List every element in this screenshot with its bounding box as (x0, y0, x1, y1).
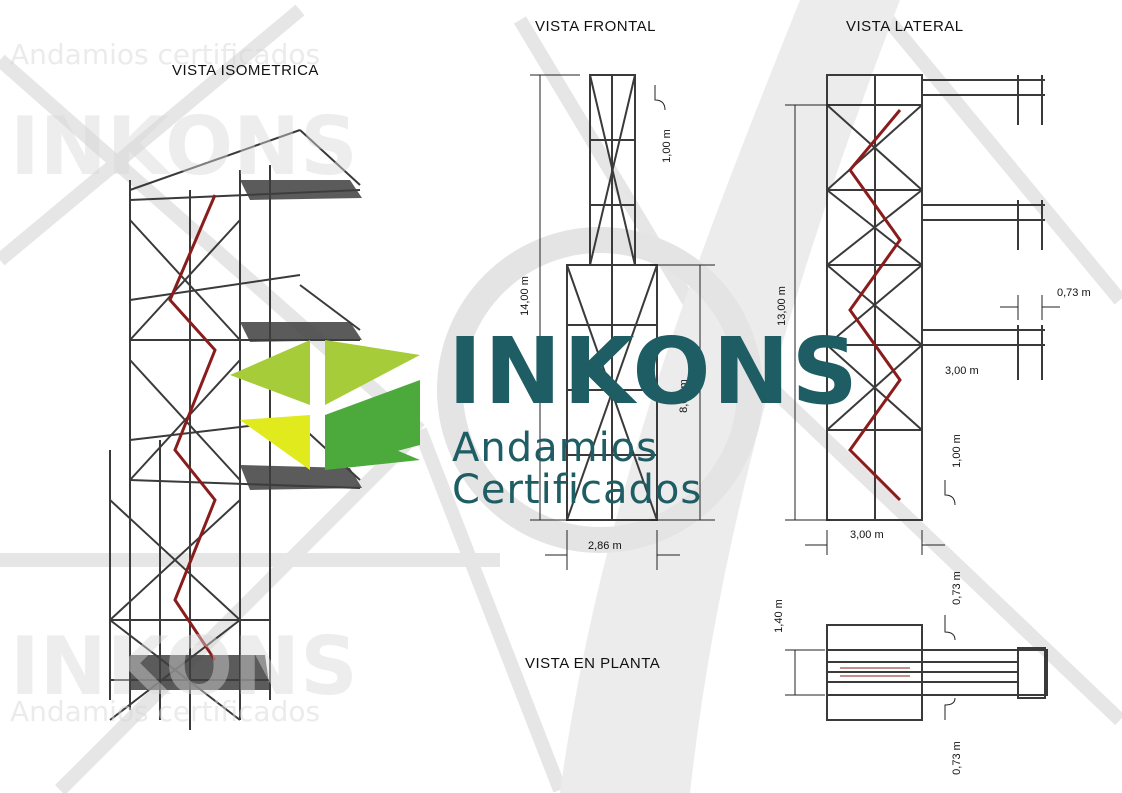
side-platform-length: 3,00 m (945, 365, 979, 377)
plan-bottom-width: 0,73 m (950, 741, 963, 775)
plan-dimension-lines (785, 615, 956, 720)
watermark-brand: INKONS (10, 100, 358, 193)
background-curved-band (560, 0, 900, 793)
isometric-platforms (130, 180, 362, 690)
inkons-logo-symbol (230, 340, 420, 470)
isometric-view-title: VISTA ISOMETRICA (172, 62, 319, 79)
side-base-width: 3,00 m (850, 529, 884, 541)
watermark-brand-lower: INKONS (10, 620, 358, 713)
front-total-height: 14,00 m (518, 276, 531, 316)
isometric-stairs (168, 194, 217, 661)
brand-tagline-line1: Andamios (452, 425, 659, 471)
front-dimension-lines (530, 74, 715, 570)
side-stairs (848, 109, 902, 502)
brand-tagline-line2: Certificados (452, 467, 703, 513)
front-top-step: 1,00 m (660, 129, 673, 163)
background-gear (437, 227, 763, 553)
side-view-title: VISTA LATERAL (846, 18, 964, 35)
plan-depth: 1,40 m (772, 599, 785, 633)
watermark-tagline: Andamios certificados (10, 38, 321, 71)
plan-stairs (840, 667, 910, 677)
plan-top-width: 0,73 m (950, 571, 963, 605)
plan-view (826, 624, 1048, 721)
side-view (826, 74, 1045, 521)
plan-view-title: VISTA EN PLANTA (525, 655, 661, 672)
side-bottom-step: 1,00 m (950, 434, 963, 468)
side-dimension-lines (785, 104, 1060, 555)
brand-name: INKONS (448, 318, 860, 425)
front-view (566, 74, 658, 521)
watermark-tagline-lower: Andamios certificados (10, 695, 321, 728)
front-view-title: VISTA FRONTAL (535, 18, 656, 35)
side-landing-width: 0,73 m (1057, 287, 1091, 299)
front-base-width: 2,86 m (588, 540, 622, 552)
